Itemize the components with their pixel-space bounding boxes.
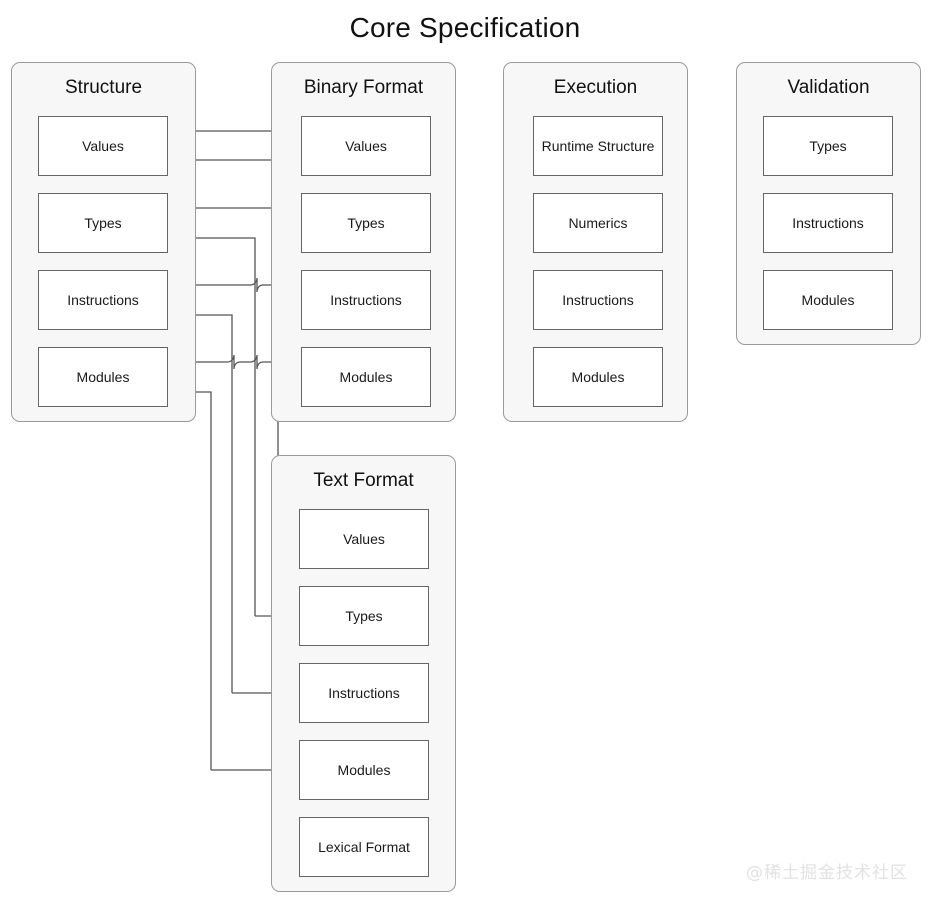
node-validation-types[interactable]: Types (763, 116, 893, 176)
node-validation-modules[interactable]: Modules (763, 270, 893, 330)
panel-title-binary-format: Binary Format (303, 77, 424, 98)
node-structure-instructions[interactable]: Instructions (38, 270, 168, 330)
node-validation-instructions[interactable]: Instructions (763, 193, 893, 253)
panel-title-text-format: Text Format (313, 470, 414, 491)
node-binary-values[interactable]: Values (301, 116, 431, 176)
node-structure-modules[interactable]: Modules (38, 347, 168, 407)
node-text-types[interactable]: Types (299, 586, 429, 646)
watermark: @稀土掘金技术社区 (746, 863, 908, 883)
node-text-values[interactable]: Values (299, 509, 429, 569)
node-text-modules[interactable]: Modules (299, 740, 429, 800)
panel-title-execution: Execution (553, 77, 638, 98)
node-execution-numerics[interactable]: Numerics (533, 193, 663, 253)
node-binary-modules[interactable]: Modules (301, 347, 431, 407)
node-structure-values[interactable]: Values (38, 116, 168, 176)
node-binary-instructions[interactable]: Instructions (301, 270, 431, 330)
edge-text-modules-structure-modules (170, 388, 212, 770)
node-text-lexical-format[interactable]: Lexical Format (299, 817, 429, 877)
node-structure-types[interactable]: Types (38, 193, 168, 253)
panel-title-validation: Validation (787, 77, 870, 98)
panel-title-structure: Structure (64, 77, 143, 98)
node-execution-modules[interactable]: Modules (533, 347, 663, 407)
node-binary-types[interactable]: Types (301, 193, 431, 253)
node-execution-runtime-structure[interactable]: Runtime Structure (533, 116, 663, 176)
page-title: Core Specification (349, 12, 581, 43)
node-text-instructions[interactable]: Instructions (299, 663, 429, 723)
node-execution-instructions[interactable]: Instructions (533, 270, 663, 330)
